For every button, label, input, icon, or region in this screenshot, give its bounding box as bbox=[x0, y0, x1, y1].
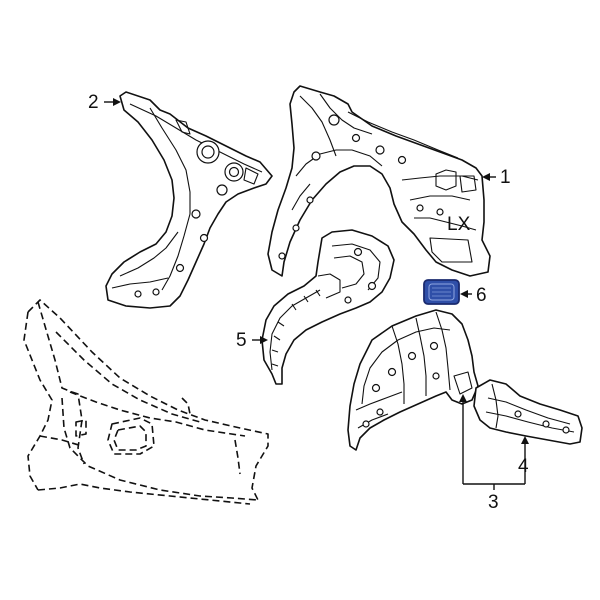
stamped-lx-text: LX bbox=[447, 214, 471, 235]
callout-6: 6 bbox=[460, 285, 487, 306]
part-1-quarter-inner-panel: LX bbox=[267, 85, 491, 277]
callout-6-label: 6 bbox=[476, 285, 487, 306]
callout-2: 2 bbox=[88, 92, 121, 113]
callout-4: 4 bbox=[518, 436, 529, 477]
callout-2-label: 2 bbox=[88, 92, 99, 113]
part-4-extension-bracket bbox=[473, 379, 583, 445]
callout-1: 1 bbox=[482, 167, 511, 188]
callout-5: 5 bbox=[236, 330, 268, 351]
callout-5-label: 5 bbox=[236, 330, 247, 351]
callout-1-label: 1 bbox=[500, 167, 511, 188]
part-2-pillar-inner bbox=[105, 91, 273, 309]
callout-4-label: 4 bbox=[518, 456, 529, 477]
callout-3-label: 3 bbox=[488, 492, 499, 513]
quarter-panel-outline bbox=[23, 299, 269, 505]
part-5-wheelhouse-outer bbox=[261, 229, 395, 385]
callout-3: 3 bbox=[459, 394, 526, 513]
part-3-wheelhouse-inner bbox=[347, 309, 479, 451]
part-6-access-cover bbox=[423, 279, 460, 305]
